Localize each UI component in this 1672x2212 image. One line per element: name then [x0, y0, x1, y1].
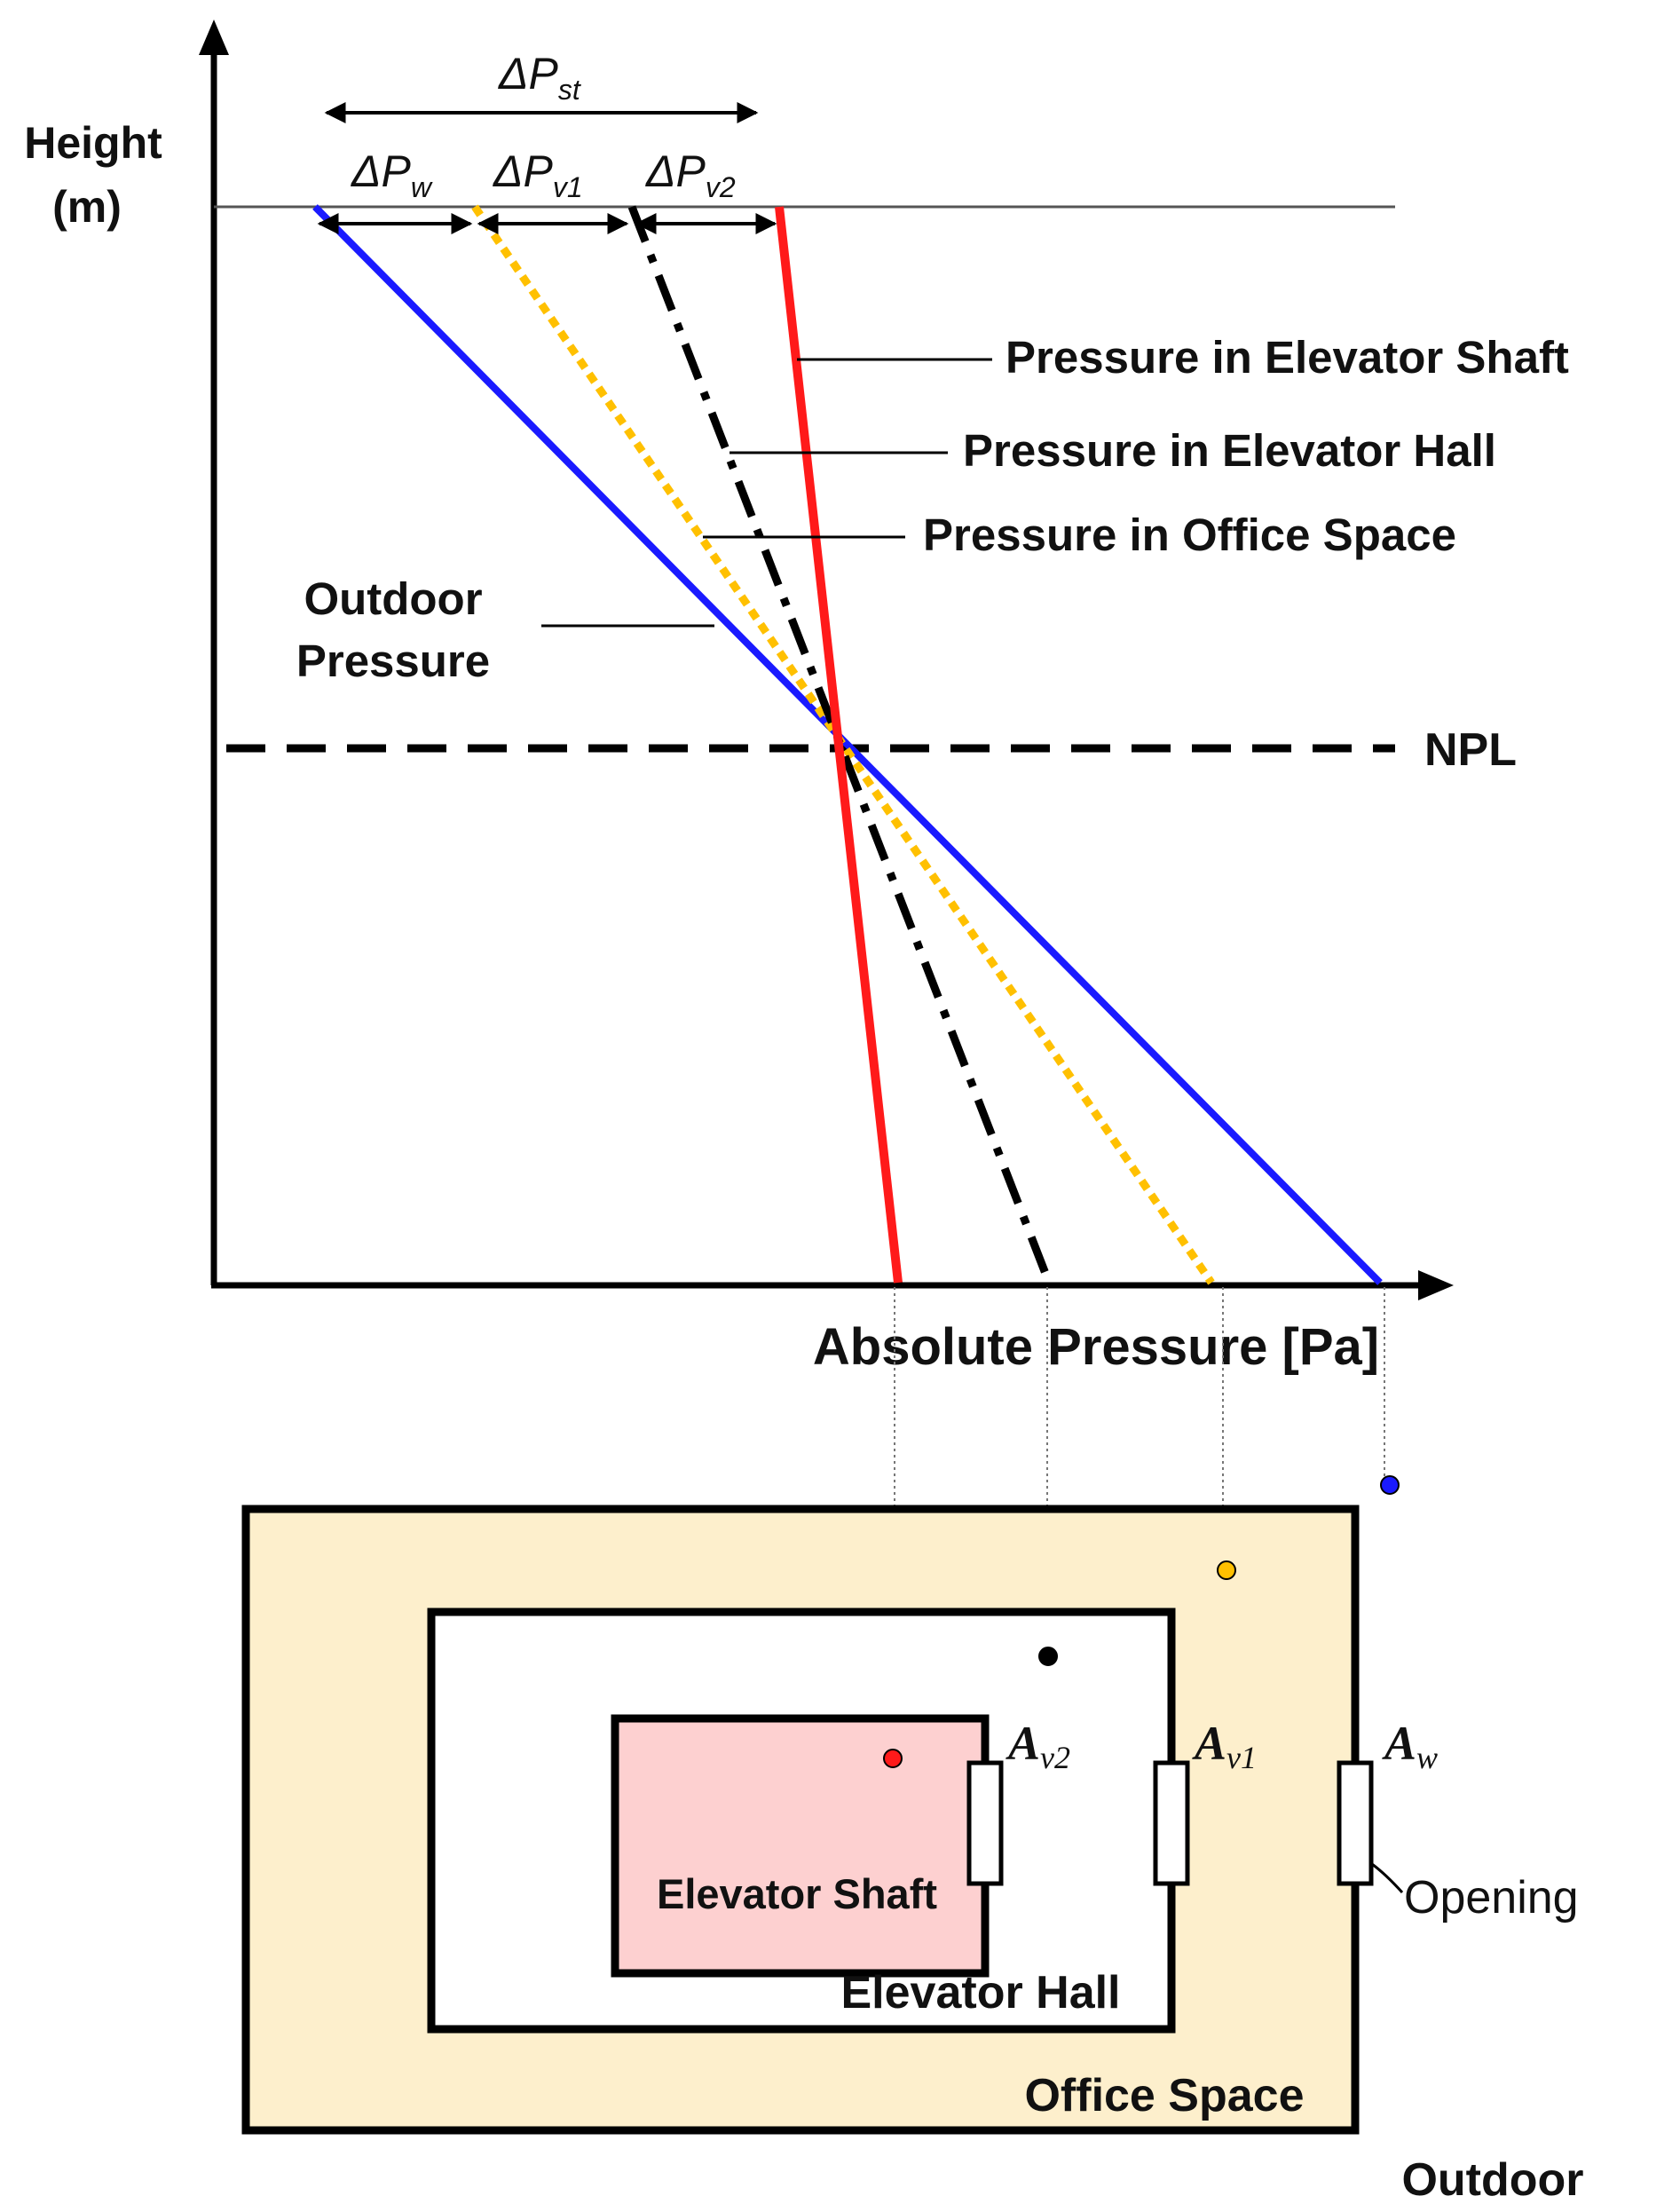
office-space-label: Office Space [1024, 2070, 1304, 2121]
opening-av1 [1153, 1760, 1190, 1886]
opening-leader [1371, 1862, 1404, 1894]
delta-p-st-label: ΔPst [498, 49, 581, 106]
hall-pressure-label: Pressure in Elevator Hall [963, 425, 1496, 476]
delta-p-v2-label: ΔPv2 [645, 146, 736, 203]
opening-label: Opening [1404, 1872, 1579, 1924]
y-axis-label-line2: (m) [52, 182, 122, 232]
delta-p-v1-label: ΔPv1 [493, 146, 583, 203]
outdoor-point [1380, 1475, 1400, 1495]
outdoor-pressure-label-line1: Outdoor [304, 573, 482, 624]
elevator-shaft-label: Elevator Shaft [657, 1870, 937, 1917]
elevator-shaft-room [611, 1714, 990, 1978]
hall-point [1038, 1647, 1058, 1666]
office-pressure-line [471, 204, 1215, 1285]
delta-p-w-label: ΔPw [351, 146, 433, 203]
outdoor-label: Outdoor [1401, 2154, 1583, 2206]
opening-av2-label: Av2 [1006, 1717, 1070, 1775]
outdoor-pressure-line [312, 204, 1383, 1285]
office-pressure-label: Pressure in Office Space [923, 510, 1456, 560]
x-axis-arrow [1418, 1270, 1454, 1300]
y-axis-arrow [199, 20, 229, 55]
shaft-pressure-label: Pressure in Elevator Shaft [1006, 332, 1569, 383]
shaft-pressure-line [775, 206, 903, 1284]
office-point [1217, 1560, 1236, 1580]
elevator-hall-label: Elevator Hall [840, 1967, 1120, 2018]
y-axis-label-line1: Height [24, 118, 162, 168]
opening-av2 [966, 1760, 1004, 1886]
hall-pressure-line [627, 205, 1053, 1284]
opening-aw-label: Aw [1382, 1717, 1438, 1775]
shaft-point [883, 1749, 903, 1768]
opening-av1-label: Av1 [1192, 1717, 1257, 1775]
x-axis-label: Absolute Pressure [Pa] [813, 1318, 1379, 1376]
outdoor-pressure-label-line2: Pressure [296, 636, 490, 686]
opening-aw [1337, 1760, 1374, 1886]
npl-label: NPL [1424, 724, 1517, 776]
